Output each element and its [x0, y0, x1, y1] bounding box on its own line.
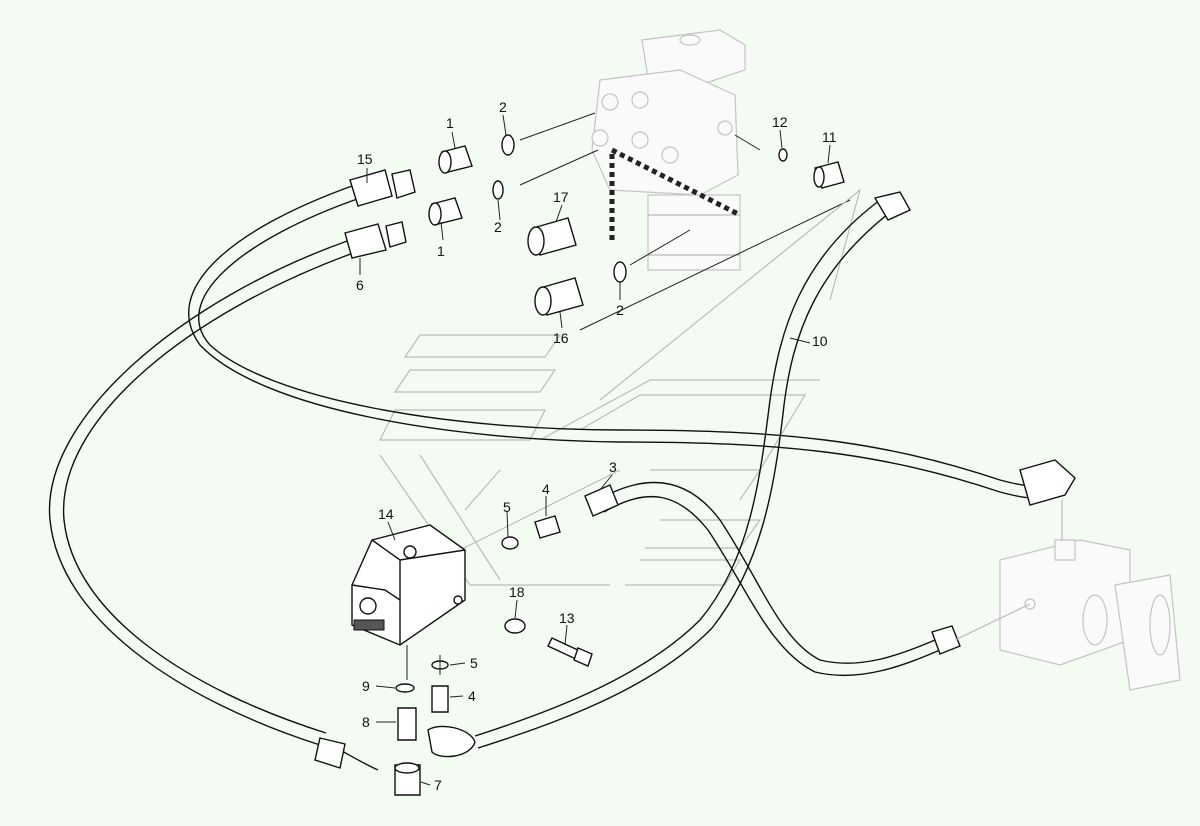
callout-2: 2 [499, 99, 507, 115]
callout-9: 9 [362, 678, 370, 694]
callout-11: 11 [822, 129, 837, 145]
fittings [394, 145, 845, 796]
callout-15: 15 [357, 151, 373, 167]
callout-3: 3 [609, 459, 617, 475]
callout-13: 13 [559, 610, 575, 626]
callout-10: 10 [812, 333, 828, 349]
dashed-connector-line [609, 145, 742, 240]
hoses [48, 185, 1053, 771]
callout-1: 1 [446, 115, 454, 131]
callout-18: 18 [509, 584, 525, 600]
hose-end-fittings [314, 169, 1076, 769]
cylinder-block [954, 500, 1181, 691]
callout-2: 2 [494, 219, 502, 235]
o-rings [395, 134, 788, 693]
callout-8: 8 [362, 714, 370, 730]
callout-1: 1 [437, 243, 445, 259]
assembly-leader-lines [519, 112, 851, 331]
callout-5: 5 [470, 655, 478, 671]
callout-4: 4 [468, 688, 476, 704]
steering-unit [591, 29, 746, 271]
callout-7: 7 [434, 777, 442, 793]
callout-14: 14 [378, 506, 394, 522]
frame-outline [379, 188, 862, 586]
callout-17: 17 [553, 189, 569, 205]
callout-labels: 1 1 2 2 2 3 4 4 5 5 6 7 8 9 10 11 12 13 … [356, 99, 837, 793]
callout-12: 12 [772, 114, 788, 130]
callout-6: 6 [356, 277, 364, 293]
callout-2: 2 [616, 302, 624, 318]
callout-5: 5 [503, 499, 511, 515]
callout-leaders [359, 114, 831, 786]
callout-4: 4 [542, 481, 550, 497]
valve-block [351, 524, 466, 646]
callout-16: 16 [553, 330, 569, 346]
